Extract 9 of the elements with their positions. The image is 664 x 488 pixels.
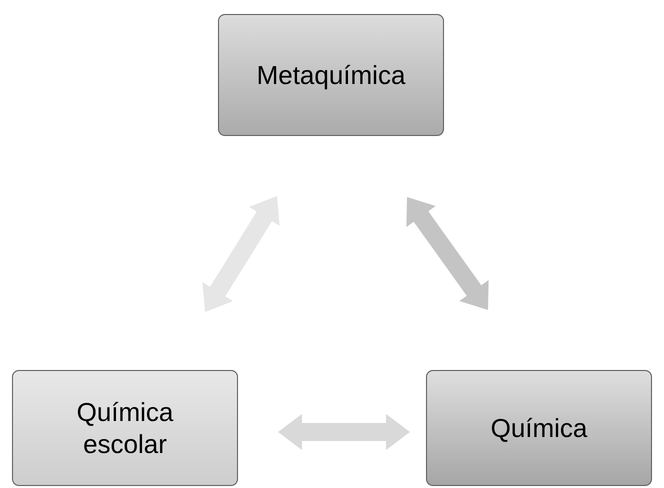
double-arrow (202, 196, 280, 312)
box-label: Química (490, 412, 588, 444)
concept-box (218, 14, 444, 136)
double-arrow (406, 197, 489, 310)
concept-box (426, 370, 652, 486)
concept-box (12, 370, 238, 486)
double-arrow (278, 414, 410, 450)
box-label: Química escolar (76, 396, 174, 460)
box-label: Metaquímica (256, 58, 406, 92)
